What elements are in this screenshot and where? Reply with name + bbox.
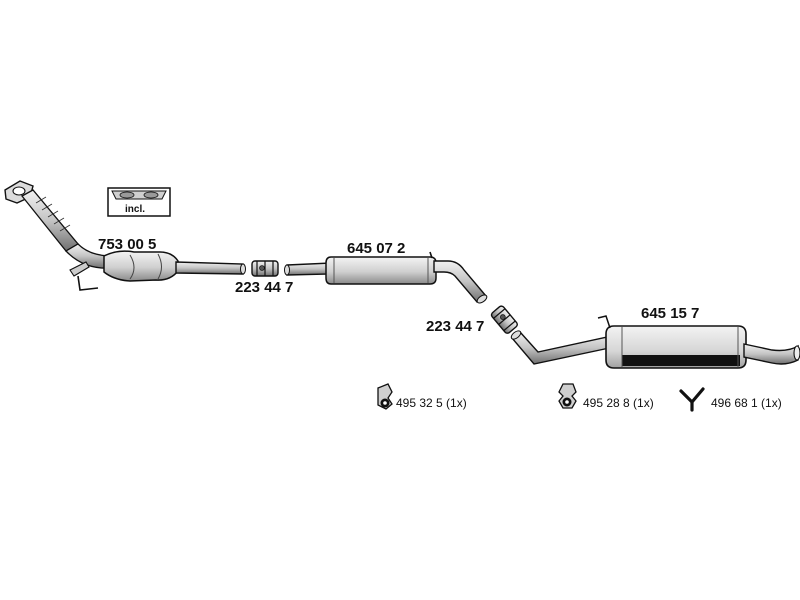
clamp-rear-label: 223 44 7 <box>426 318 484 335</box>
rubber-mount-icon <box>558 383 577 409</box>
rear-silencer[interactable] <box>510 315 800 369</box>
middle-silencer-label: 645 07 2 <box>347 240 405 257</box>
rubber-mount-2-label: 495 28 8 (1x) <box>583 396 654 410</box>
rubber-mount-icon <box>377 383 393 410</box>
clamp-front-label: 223 44 7 <box>235 279 293 296</box>
hanger-icon <box>679 387 705 412</box>
catalytic-converter[interactable] <box>4 180 246 291</box>
included-parts-box: incl. <box>107 187 171 217</box>
hanger-label: 496 68 1 (1x) <box>711 396 782 410</box>
clamp-rear[interactable] <box>490 305 518 335</box>
clamp-front[interactable] <box>251 260 279 277</box>
catalytic-converter-label: 753 00 5 <box>98 236 156 253</box>
middle-silencer[interactable] <box>284 251 489 305</box>
rear-silencer-label: 645 15 7 <box>641 305 699 322</box>
included-label: incl. <box>125 204 145 215</box>
rubber-mount-1-label: 495 32 5 (1x) <box>396 396 467 410</box>
